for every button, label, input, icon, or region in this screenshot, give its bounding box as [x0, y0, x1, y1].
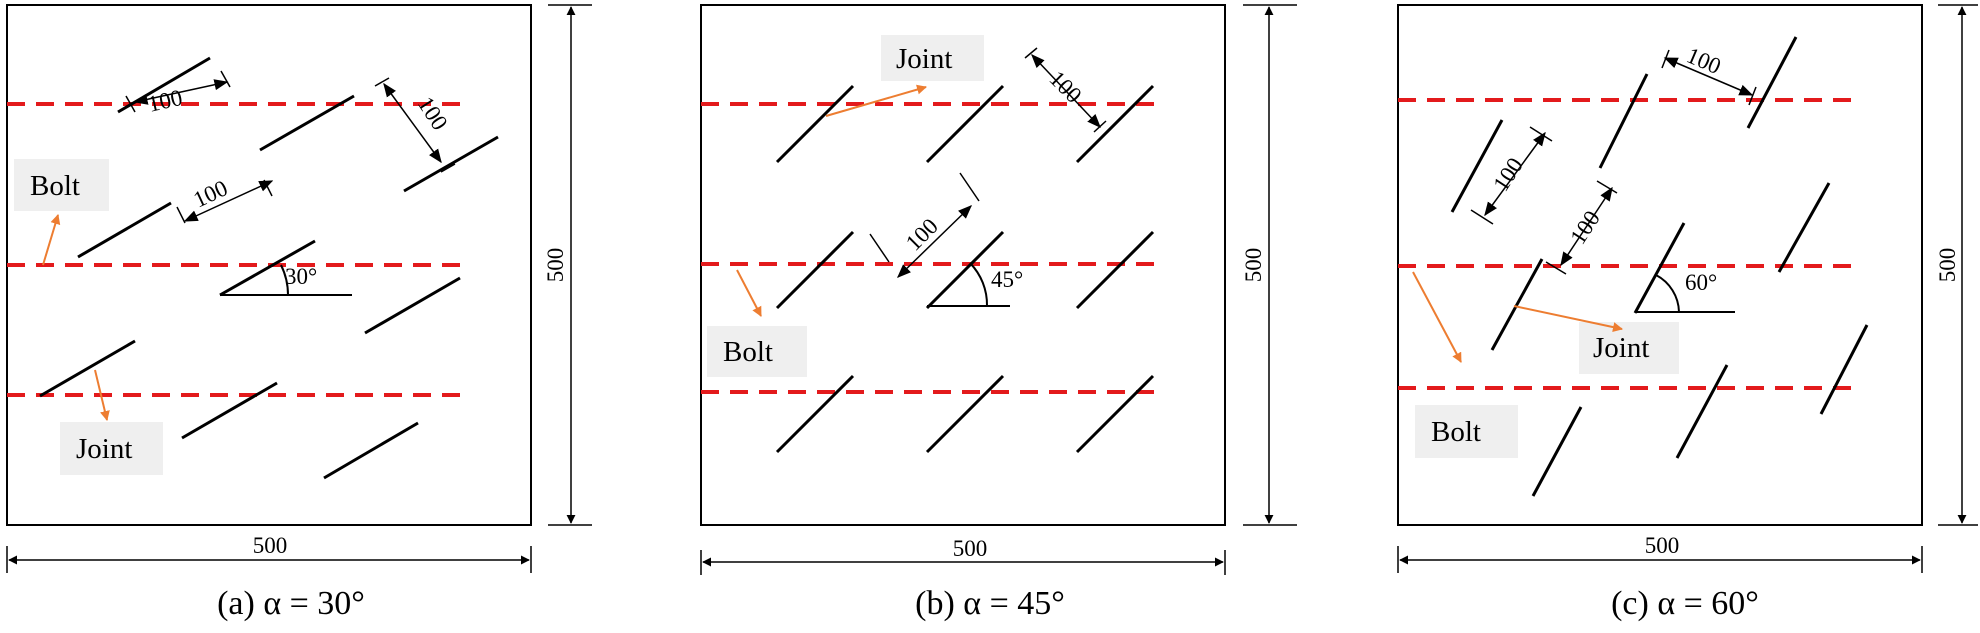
- joint-label: Joint: [76, 433, 132, 465]
- joint-segment: [364, 276, 461, 335]
- joint-leader-arrow: [825, 84, 927, 117]
- joint-segment: [1746, 36, 1798, 129]
- joint-segment: [39, 339, 136, 398]
- joint-segment: [181, 381, 278, 440]
- angle-label: 60°: [1685, 270, 1717, 295]
- height-dimension: [548, 4, 592, 526]
- joint-label-background: [1579, 322, 1679, 374]
- joint-segment: [323, 421, 419, 480]
- spacing-dimension: [869, 47, 1107, 278]
- joint-segment: [259, 94, 355, 152]
- joint-segment: [1777, 182, 1831, 273]
- bolt-lines: [1398, 98, 1857, 390]
- joint-label: Joint: [1593, 332, 1649, 364]
- joint-label: Joint: [896, 43, 952, 75]
- width-dimension: [6, 546, 532, 573]
- height-label: 500: [1241, 248, 1266, 283]
- spacing-label: 100: [413, 92, 453, 135]
- joint-segment: [219, 239, 316, 297]
- joint-segment: [775, 374, 855, 454]
- joint-segment: [775, 230, 855, 310]
- bolt-lines: [7, 102, 465, 397]
- joints: [775, 84, 1155, 454]
- angle-indicator: [220, 264, 352, 296]
- spacing-dimension: [1470, 49, 1757, 275]
- spacing-label: 100: [146, 85, 185, 117]
- angle-indicator: [1636, 274, 1735, 313]
- angle-label: 45°: [991, 267, 1023, 292]
- joint-segment: [1075, 84, 1155, 164]
- bolt-label-background: [707, 326, 807, 377]
- panel-b: 45° 100 100 Joint Bolt 500 500 (: [700, 4, 1297, 622]
- joints: [39, 56, 499, 480]
- panel-caption: (b) α = 45°: [915, 585, 1065, 622]
- panel-caption: (c) α = 60°: [1611, 585, 1759, 622]
- spacing-dimension: [125, 70, 456, 224]
- joint-segment: [77, 201, 172, 259]
- joint-segment: [1450, 119, 1504, 213]
- bolt-label: Bolt: [30, 170, 80, 202]
- joint-leader-arrow: [1513, 305, 1623, 333]
- bolt-label: Bolt: [1431, 416, 1481, 448]
- angle-label: 30°: [285, 264, 317, 289]
- joint-segment: [1490, 258, 1544, 351]
- bolt-leader-arrow: [736, 269, 762, 317]
- width-dimension: [700, 550, 1226, 575]
- bolt-leader-arrow: [42, 214, 61, 266]
- bolt-label-background: [1415, 405, 1518, 458]
- spacing-label: 100: [901, 213, 943, 255]
- joint-segment: [1598, 73, 1649, 169]
- panel-c: 60° 100 100 100 Joint Bolt 500: [1397, 4, 1978, 622]
- width-label: 500: [953, 536, 988, 561]
- joint-segment: [1075, 374, 1155, 454]
- bolt-label-background: [14, 159, 109, 211]
- height-dimension: [1243, 4, 1297, 526]
- bolt-label: Bolt: [723, 336, 773, 368]
- panel-a: 30° 100 100 100 Bolt Joint 5: [6, 4, 592, 622]
- bolt-leader-arrow: [1412, 271, 1462, 363]
- width-label: 500: [1645, 533, 1680, 558]
- joint-label-background: [881, 35, 984, 81]
- joint-segment: [1633, 222, 1686, 314]
- joint-segment: [925, 84, 1005, 164]
- spacing-label: 100: [1044, 66, 1086, 108]
- spacing-label: 100: [190, 175, 232, 212]
- joint-leader-arrow: [94, 369, 110, 421]
- joint-segment: [403, 135, 499, 193]
- joint-segment: [1075, 230, 1155, 310]
- joint-segment: [925, 374, 1005, 454]
- spacing-label: 100: [1565, 206, 1605, 249]
- joint-segment: [1819, 324, 1869, 415]
- joint-segment: [775, 84, 855, 164]
- spacing-label: 100: [1683, 43, 1725, 79]
- joint-segment: [1675, 364, 1729, 459]
- width-dimension: [1397, 546, 1923, 573]
- angle-indicator: [927, 262, 1010, 307]
- joint-segment: [1531, 406, 1583, 497]
- joint-label-background: [60, 422, 163, 475]
- panel-caption: (a) α = 30°: [217, 585, 365, 622]
- spacing-label: 100: [1488, 153, 1528, 196]
- width-label: 500: [253, 533, 288, 558]
- height-label: 500: [543, 248, 568, 283]
- height-label: 500: [1935, 248, 1960, 283]
- height-dimension: [1938, 4, 1978, 526]
